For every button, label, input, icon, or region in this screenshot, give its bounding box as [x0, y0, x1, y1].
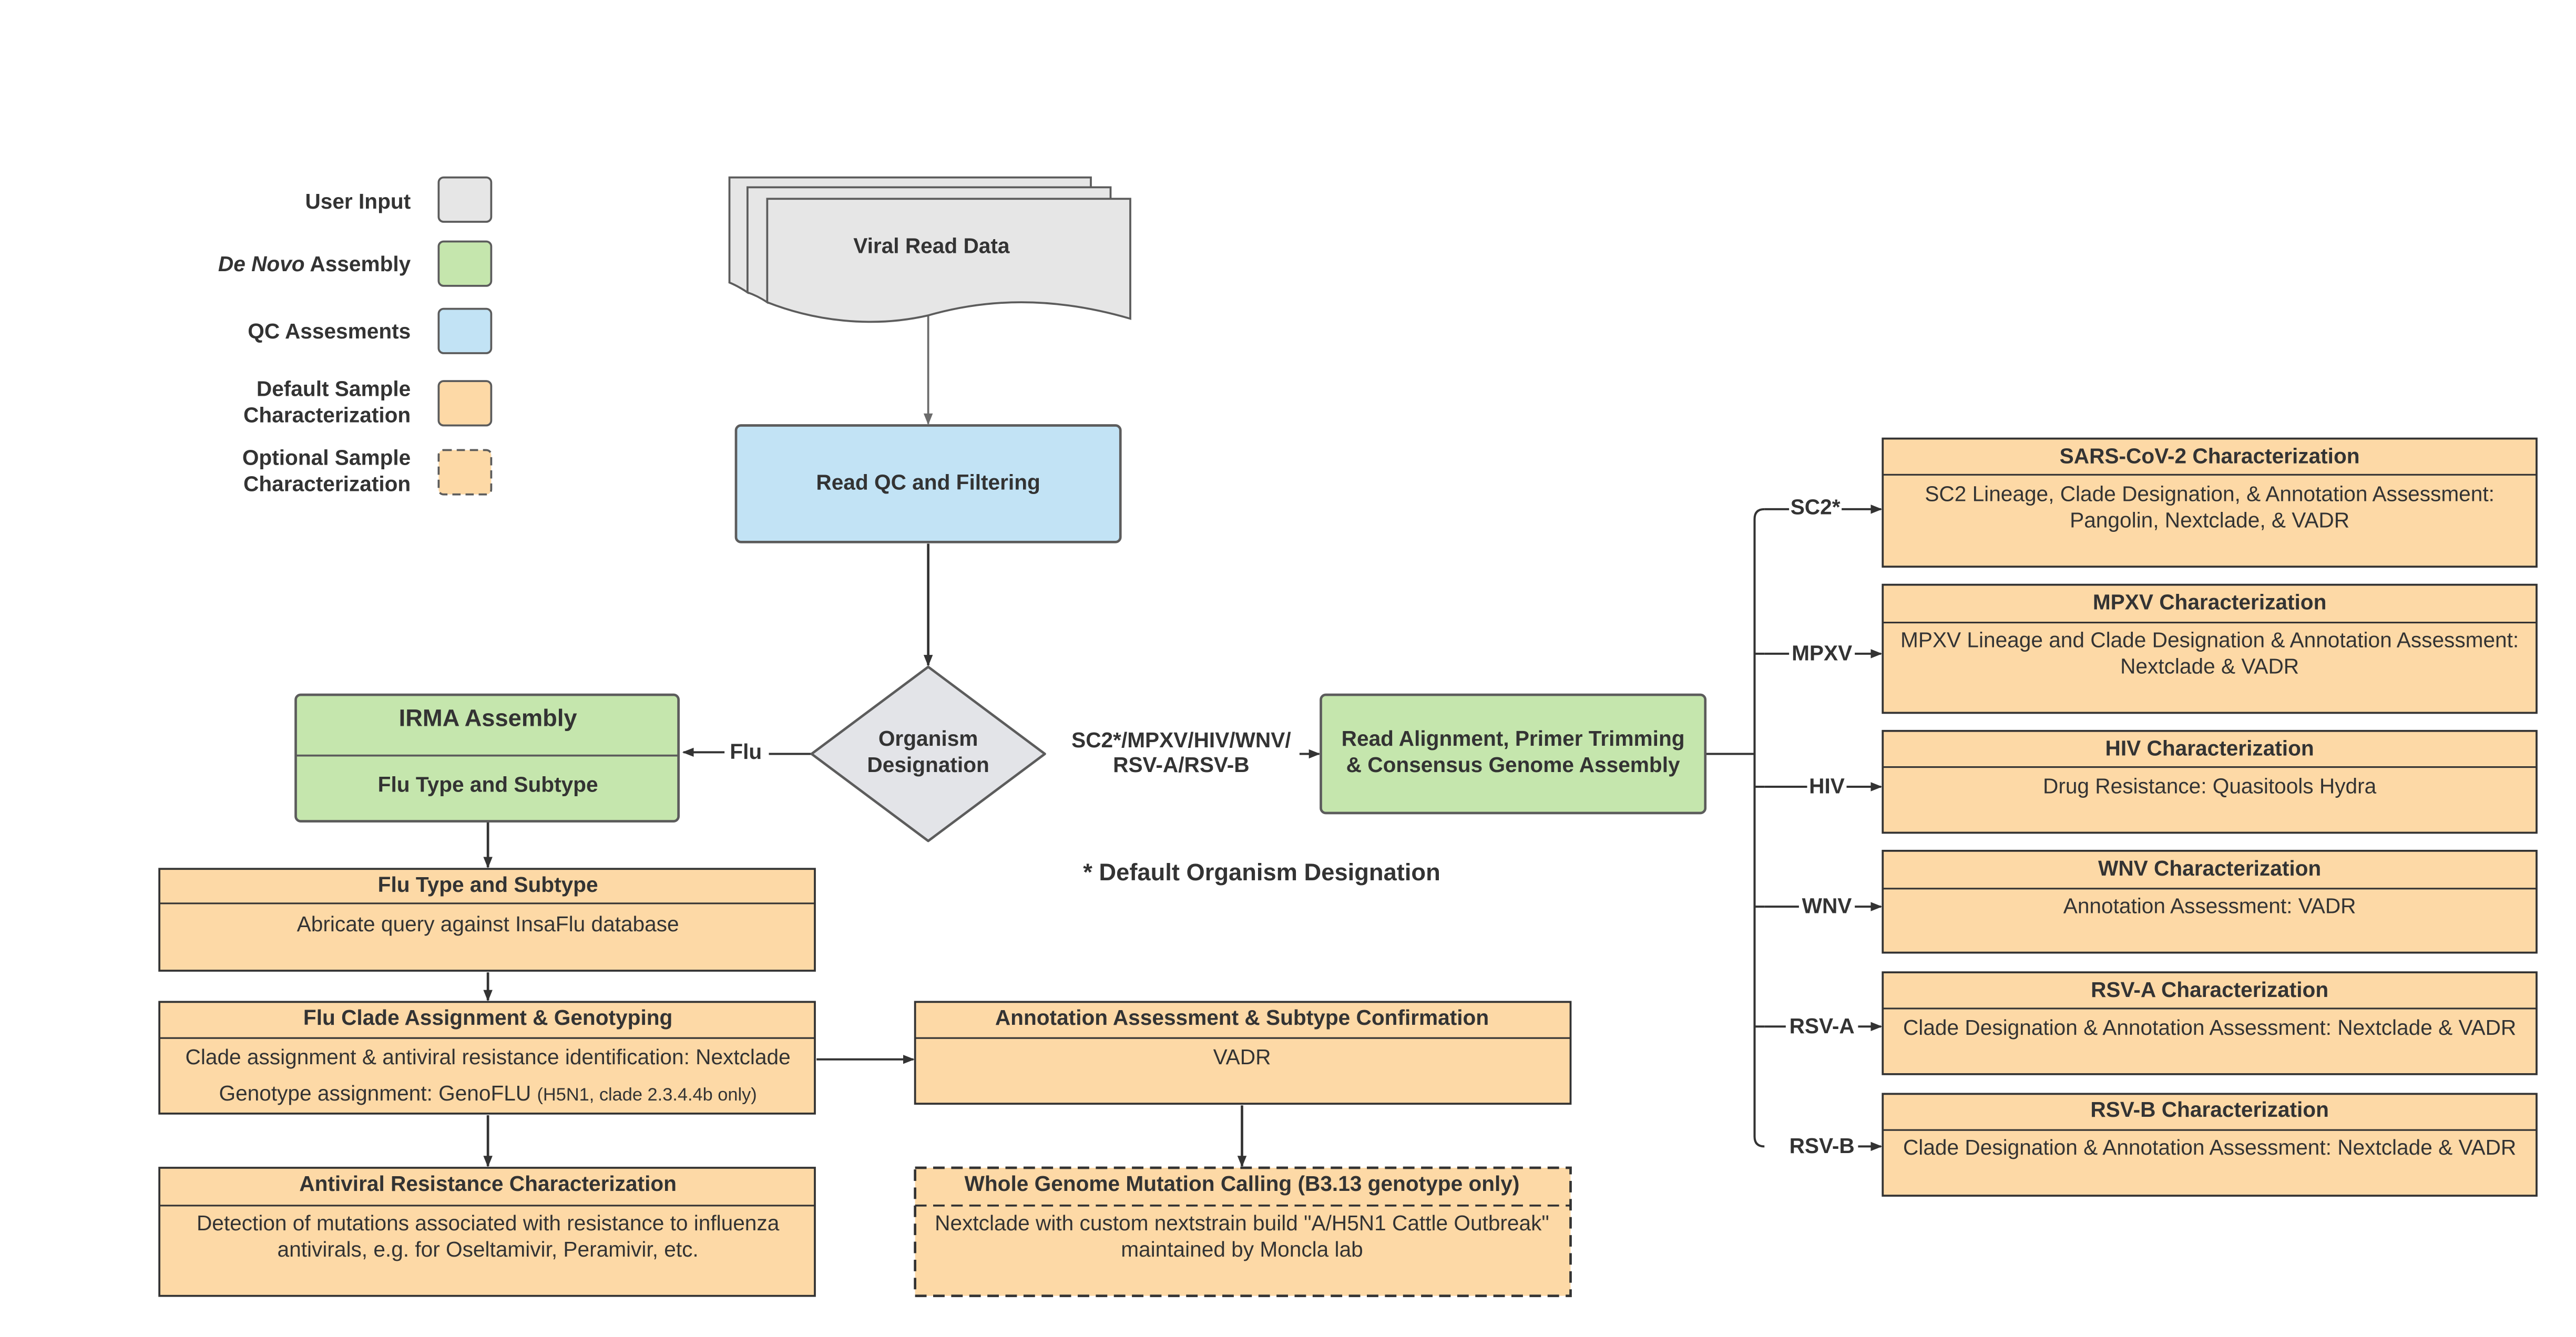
flu-clade-body-1: Clade assignment & antiviral resistance … [186, 1045, 791, 1069]
whole-genome-mutation-box: Whole Genome Mutation Calling (B3.13 gen… [914, 1166, 1572, 1298]
genoflu-text: Genotype assignment: GenoFLU [219, 1081, 537, 1105]
annotation-body: VADR [1213, 1045, 1271, 1069]
legend-qc-label: QC Assesments [248, 319, 411, 343]
flu-clade-body-2: Genotype assignment: GenoFLU (H5N1, clad… [219, 1081, 757, 1105]
read-alignment-label-1: Read Alignment, Primer Trimming [1342, 726, 1685, 750]
antiviral-body-2: antivirals, e.g. for Oseltamivir, Perami… [278, 1237, 699, 1261]
rsva-box [1882, 971, 2538, 1075]
read-alignment-label-2: & Consensus Genome Assembly [1346, 753, 1680, 777]
mpxv-characterization-box: MPXV Characterization MPXV Lineage and C… [1882, 583, 2538, 714]
hiv-title: HIV Characterization [2105, 736, 2314, 760]
annotation-subtype-box: Annotation Assessment & Subtype Confirma… [914, 1001, 1572, 1105]
flu-clade-title: Flu Clade Assignment & Genotyping [303, 1005, 672, 1030]
edge-label-rsva: RSV-A [1790, 1014, 1855, 1038]
legend: User Input De Novo Assembly QC Assesment… [218, 176, 493, 496]
connectors [483, 315, 1883, 1168]
rsvb-box [1882, 1093, 2538, 1197]
edge-label-sc2: SC2* [1791, 495, 1841, 519]
organism-designation-node: Organism Designation [810, 665, 1046, 842]
hiv-body: Drug Resistance: Quasitools Hydra [2043, 774, 2377, 798]
legend-default-label-1: Default Sample [257, 376, 411, 400]
legend-user-input-label: User Input [305, 189, 411, 213]
hiv-box [1882, 729, 2538, 834]
mpxv-box [1882, 583, 2538, 714]
hiv-characterization-box: HIV Characterization Drug Resistance: Qu… [1882, 729, 2538, 834]
read-alignment-box [1320, 693, 1707, 815]
edge-label-wnv: WNV [1802, 894, 1852, 918]
annotation-title: Annotation Assessment & Subtype Confirma… [995, 1005, 1489, 1030]
legend-user-input-swatch [437, 176, 493, 223]
legend-qc-swatch [437, 307, 493, 354]
antiviral-body-1: Detection of mutations associated with r… [197, 1211, 780, 1235]
flu-type-title: Flu Type and Subtype [378, 872, 598, 897]
legend-optional-label-2: Characterization [243, 472, 411, 496]
irma-assembly-node: IRMA Assembly Flu Type and Subtype [294, 693, 680, 822]
edge-label-flu: Flu [730, 739, 762, 764]
rsva-title: RSV-A Characterization [2091, 978, 2328, 1002]
antiviral-resistance-box: Antiviral Resistance Characterization De… [158, 1167, 816, 1297]
rsvb-body: Clade Designation & Annotation Assessmen… [1903, 1135, 2516, 1159]
antiviral-box [158, 1167, 816, 1297]
edge-label-others-1: SC2*/MPXV/HIV/WNV/ [1071, 728, 1291, 752]
antiviral-title: Antiviral Resistance Characterization [299, 1171, 677, 1196]
wgmc-body-1: Nextclade with custom nextstrain build "… [935, 1211, 1549, 1235]
edge-label-others-2: RSV-A/RSV-B [1113, 753, 1249, 777]
read-qc-node: Read QC and Filtering [734, 424, 1122, 543]
wnv-title: WNV Characterization [2098, 856, 2321, 880]
legend-optional-label-1: Optional Sample [242, 446, 411, 470]
edge-label-mpxv: MPXV [1792, 641, 1852, 665]
branch-trunk [1753, 508, 1765, 1148]
organism-label-2: Designation [867, 753, 989, 777]
edge-label-hiv: HIV [1809, 774, 1845, 798]
wnv-body: Annotation Assessment: VADR [2063, 894, 2356, 918]
legend-optional-swatch [437, 449, 493, 496]
read-alignment-node: Read Alignment, Primer Trimming & Consen… [1320, 693, 1707, 815]
mpxv-title: MPXV Characterization [2093, 590, 2327, 614]
irma-box [294, 693, 680, 822]
viral-read-data-node: Viral Read Data [728, 176, 1131, 323]
flu-clade-box [158, 1001, 816, 1115]
flu-type-subtype-box: Flu Type and Subtype Abricate query agai… [158, 868, 816, 972]
wgmc-box [914, 1166, 1572, 1298]
legend-de-novo-label: De Novo Assembly [218, 252, 411, 276]
sc2-body-2: Pangolin, Nextclade, & VADR [2070, 508, 2349, 532]
rsv-b-characterization-box: RSV-B Characterization Clade Designation… [1882, 1093, 2538, 1197]
document-shape-front [766, 198, 1131, 323]
default-designation-note: * Default Organism Designation [1083, 859, 1440, 886]
organism-label-1: Organism [878, 726, 978, 750]
read-qc-box [734, 424, 1122, 543]
sars-cov-2-characterization-box: SARS-CoV-2 Characterization SC2 Lineage,… [1882, 437, 2538, 568]
rsv-a-characterization-box: RSV-A Characterization Clade Designation… [1882, 971, 2538, 1075]
irma-title: IRMA Assembly [399, 704, 577, 731]
wgmc-body-2: maintained by Moncla lab [1121, 1237, 1363, 1261]
organism-diamond [810, 665, 1046, 842]
sc2-box [1882, 437, 2538, 568]
read-qc-label: Read QC and Filtering [816, 470, 1040, 494]
flu-type-body: Abricate query against InsaFlu database [297, 912, 679, 936]
rsvb-title: RSV-B Characterization [2090, 1097, 2329, 1122]
rsva-body: Clade Designation & Annotation Assessmen… [1903, 1015, 2516, 1040]
legend-de-novo-swatch [437, 240, 493, 287]
wnv-box [1882, 850, 2538, 954]
edge-labels: Flu SC2*/MPXV/HIV/WNV/ RSV-A/RSV-B SC2* … [730, 495, 1854, 1158]
wgmc-title: Whole Genome Mutation Calling (B3.13 gen… [965, 1171, 1520, 1196]
genoflu-note: (H5N1, clade 2.3.4.4b only) [537, 1085, 757, 1105]
wnv-characterization-box: WNV Characterization Annotation Assessme… [1882, 850, 2538, 954]
mpxv-body-2: Nextclade & VADR [2120, 654, 2299, 678]
viral-read-data-label: Viral Read Data [853, 233, 1010, 258]
edge-label-rsvb: RSV-B [1790, 1134, 1855, 1158]
flu-clade-genotyping-box: Flu Clade Assignment & Genotyping Clade … [158, 1001, 816, 1115]
legend-default-label-2: Characterization [243, 403, 411, 427]
flu-type-box [158, 868, 816, 972]
legend-default-swatch [437, 380, 493, 427]
irma-subtitle: Flu Type and Subtype [378, 772, 598, 796]
legend-de-novo-italic: De Novo [218, 252, 305, 276]
mpxv-body-1: MPXV Lineage and Clade Designation & Ann… [1900, 628, 2519, 652]
legend-de-novo-rest: Assembly [305, 252, 411, 276]
sc2-body-1: SC2 Lineage, Clade Designation, & Annota… [1925, 481, 2495, 506]
sc2-title: SARS-CoV-2 Characterization [2060, 444, 2360, 468]
annotation-box [914, 1001, 1572, 1105]
